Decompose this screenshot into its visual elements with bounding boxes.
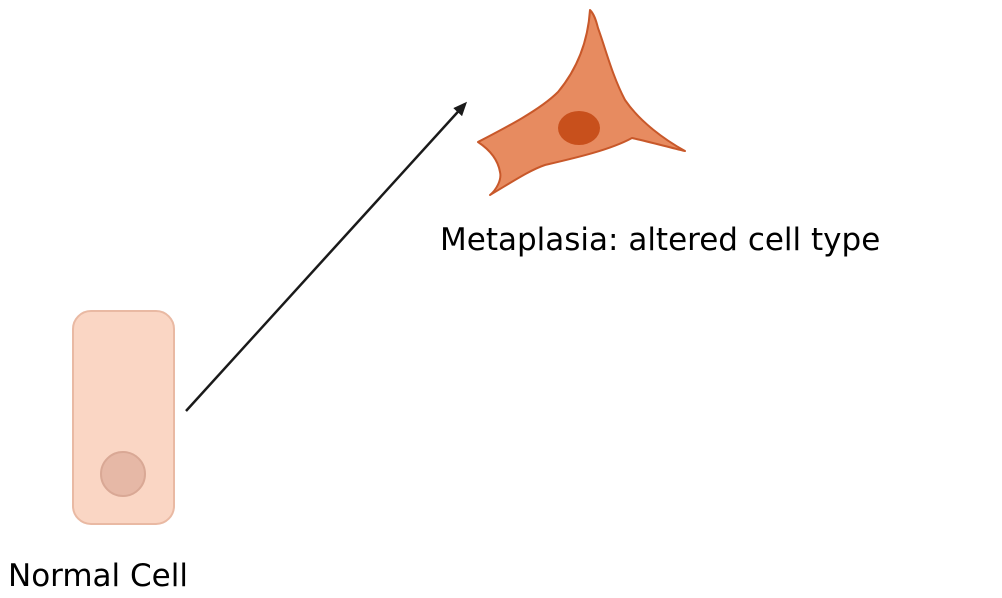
normal-cell-label: Normal Cell (8, 561, 188, 592)
metaplastic-cell-nucleus (558, 111, 600, 145)
transformation-arrow (186, 104, 465, 411)
normal-cell (73, 311, 174, 524)
metaplasia-label: Metaplasia: altered cell type (440, 225, 880, 256)
normal-cell-nucleus (101, 452, 145, 496)
metaplastic-cell (478, 10, 685, 195)
metaplastic-cell-body (478, 10, 685, 195)
